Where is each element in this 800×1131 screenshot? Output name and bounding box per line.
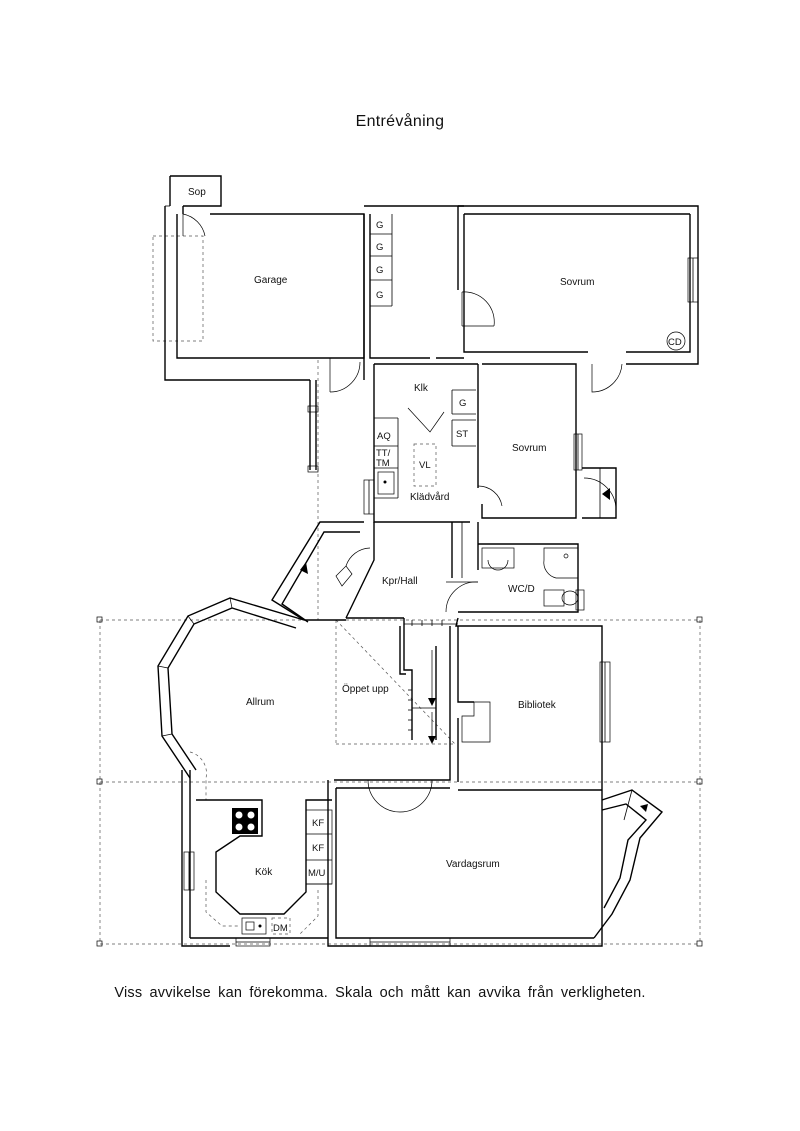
label-g-2: G [376,242,383,253]
label-sovrum-1: Sovrum [560,277,594,288]
room-labels: Sop Garage Sovrum Klk Sovrum Klädvård Kp… [188,187,594,878]
kitchen-block [190,799,333,947]
library-block [334,626,611,813]
label-aq: AQ [377,431,391,442]
page-title: Entrévåning [355,113,445,130]
label-garage: Garage [254,275,288,286]
label-kf-1: KF [312,818,324,829]
label-mu: M/U [308,868,326,879]
label-allrum: Allrum [246,697,274,708]
label-vardagsrum: Vardagsrum [446,859,500,870]
wc-block [445,522,585,613]
hall-block [271,521,603,947]
living-block [327,780,664,947]
label-st: ST [456,429,468,440]
garage-block [164,175,365,473]
label-g-1: G [376,220,383,231]
label-bibliotek: Bibliotek [518,700,557,711]
fixture-labels: G G G G G AQ TT/ TM VL ST CD KF KF M/U D… [273,220,682,934]
allrum-block [157,597,305,947]
dashed-guides [96,235,703,947]
label-sop: Sop [188,187,206,198]
label-wc-d: WC/D [508,584,535,595]
disclaimer-text: Viss avvikelse kan förekomma. Skala och … [114,985,646,1001]
label-vl: VL [419,460,431,471]
middle-block [363,363,617,523]
north-wing [363,205,699,393]
label-cd: CD [668,337,682,348]
label-kok: Kök [255,867,273,878]
label-kpr-hall: Kpr/Hall [382,576,418,587]
label-kladvard: Klädvård [410,491,449,503]
label-g-5: G [459,398,466,409]
label-dm: DM [273,923,288,934]
label-g-4: G [376,290,383,301]
label-kf-2: KF [312,843,324,854]
label-tm: TM [376,458,390,469]
label-klk: Klk [414,383,429,394]
label-tt: TT/ [376,448,391,459]
label-sovrum-2: Sovrum [512,443,546,454]
label-g-3: G [376,265,383,276]
stairs [399,618,458,744]
label-oppet-upp: Öppet upp [342,683,389,695]
